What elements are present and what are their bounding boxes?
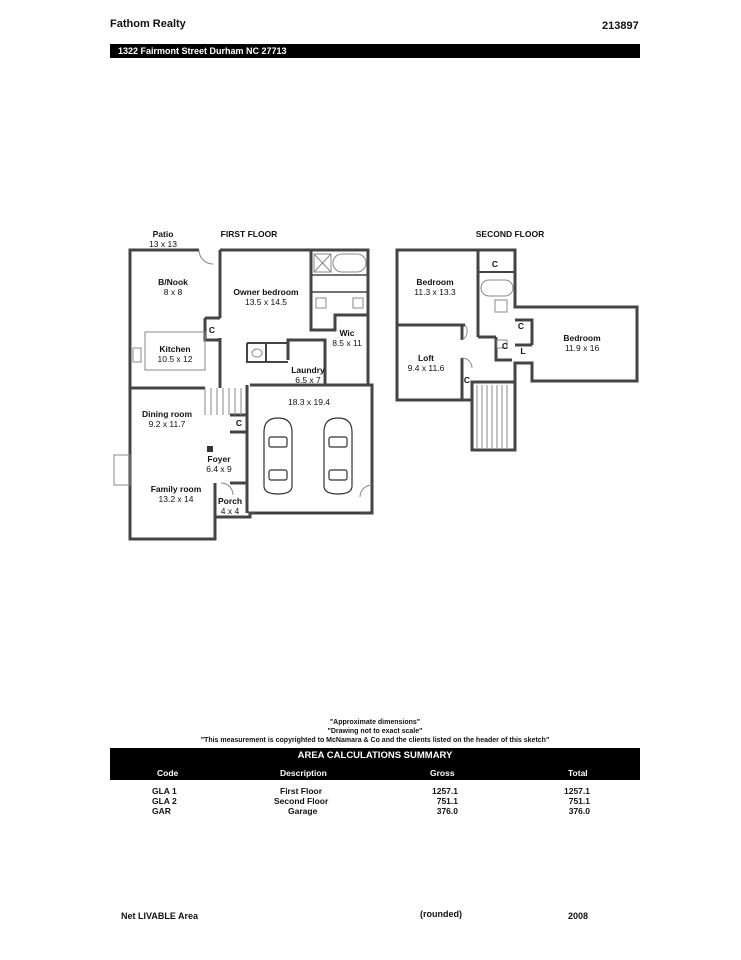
first-floor-title: FIRST FLOOR: [221, 229, 278, 239]
row-description: Garage: [288, 806, 318, 816]
closet-label-hall-1: C: [518, 321, 524, 331]
room-name-wic: Wic: [339, 328, 354, 338]
floor-plan: FIRST FLOOR Patio 13 x 13 B/Nook 8 x 8 O…: [113, 229, 639, 541]
second-floor-walls: [395, 248, 639, 452]
note-scale: "Drawing not to exact scale": [327, 728, 423, 735]
room-name-dining: Dining room: [142, 409, 192, 419]
col-total: Total: [568, 768, 588, 778]
address-bar: 1322 Fairmont Street Durham NC 27713: [110, 44, 640, 58]
room-size-owner: 13.5 x 14.5: [245, 297, 287, 307]
room-name-bedroom-2: Bedroom: [416, 277, 454, 287]
foyer-column: [207, 446, 213, 452]
room-size-foyer: 6.4 x 9: [206, 464, 232, 474]
second-floor-title: SECOND FLOOR: [476, 229, 544, 239]
col-description: Description: [280, 768, 327, 778]
summary-title: AREA CALCULATIONS SUMMARY: [297, 750, 453, 761]
col-gross: Gross: [430, 768, 455, 778]
room-size-porch: 4 x 4: [221, 506, 240, 516]
company-name: Fathom Realty: [110, 18, 186, 30]
room-size-family: 13.2 x 14: [159, 494, 194, 504]
net-livable-total: 2008: [568, 911, 589, 921]
row-gross: 751.1: [436, 796, 458, 806]
room-name-owner: Owner bedroom: [233, 287, 299, 297]
closet-label-foyer: C: [236, 418, 242, 428]
row-description: Second Floor: [274, 796, 329, 806]
property-address: 1322 Fairmont Street Durham NC 27713: [118, 46, 287, 56]
second-floor-fixtures: [461, 279, 514, 448]
first-floor-fixtures: [113, 249, 373, 514]
linen-label: L: [520, 346, 525, 356]
row-description: First Floor: [280, 786, 323, 796]
closet-label-loft: C: [464, 375, 470, 385]
note-approximate: "Approximate dimensions": [329, 719, 421, 726]
room-name-foyer: Foyer: [207, 454, 231, 464]
room-size-laundry: 6.5 x 7: [295, 375, 321, 385]
room-size-loft: 9.4 x 11.6: [408, 363, 445, 373]
document-id: 213897: [602, 20, 639, 32]
col-code: Code: [157, 768, 179, 778]
row-code: GLA 2: [152, 796, 177, 806]
room-size-bedroom-2: 11.3 x 13.3: [414, 287, 456, 297]
row-total: 751.1: [568, 796, 590, 806]
row-total: 376.0: [568, 806, 590, 816]
row-code: GAR: [152, 806, 171, 816]
room-name-kitchen: Kitchen: [159, 344, 190, 354]
room-name-laundry: Laundry: [291, 365, 325, 375]
room-size-wic: 8.5 x 11: [332, 338, 362, 348]
room-name-bedroom-3: Bedroom: [563, 333, 601, 343]
room-name-bnook: B/Nook: [158, 277, 188, 287]
room-size-patio: 13 x 13: [149, 239, 177, 249]
rounded-label: (rounded): [420, 909, 462, 919]
closet-label-kitchen: C: [209, 325, 215, 335]
note-copyright: "This measurement is copyrighted to McNa…: [200, 737, 550, 744]
room-size-kitchen: 10.5 x 12: [158, 354, 193, 364]
room-size-bnook: 8 x 8: [164, 287, 183, 297]
garage-cars: [263, 417, 353, 495]
row-gross: 1257.1: [432, 786, 458, 796]
closet-label-hall-2: C: [502, 341, 508, 351]
summary-row: GLA 2 Second Floor 751.1 751.1: [110, 796, 640, 807]
room-name-family: Family room: [151, 484, 202, 494]
first-floor-walls: [128, 248, 374, 541]
row-gross: 376.0: [436, 806, 458, 816]
room-name-patio: Patio: [153, 229, 174, 239]
summary-row: GLA 1 First Floor 1257.1 1257.1: [110, 786, 640, 797]
disclaimer-notes: "Approximate dimensions" "Drawing not to…: [110, 718, 640, 745]
area-summary-header: AREA CALCULATIONS SUMMARY Code Descripti…: [110, 748, 640, 780]
row-code: GLA 1: [152, 786, 177, 796]
room-size-dining: 9.2 x 11.7: [149, 419, 186, 429]
row-total: 1257.1: [564, 786, 590, 796]
room-name-loft: Loft: [418, 353, 434, 363]
room-name-porch: Porch: [218, 496, 242, 506]
net-livable-label: Net LIVABLE Area: [121, 911, 199, 921]
room-size-bedroom-3: 11.9 x 16: [565, 343, 600, 353]
closet-label-bedroom-2: C: [492, 259, 498, 269]
summary-row: GAR Garage 376.0 376.0: [110, 806, 640, 817]
room-size-garage: 18.3 x 19.4: [288, 397, 330, 407]
